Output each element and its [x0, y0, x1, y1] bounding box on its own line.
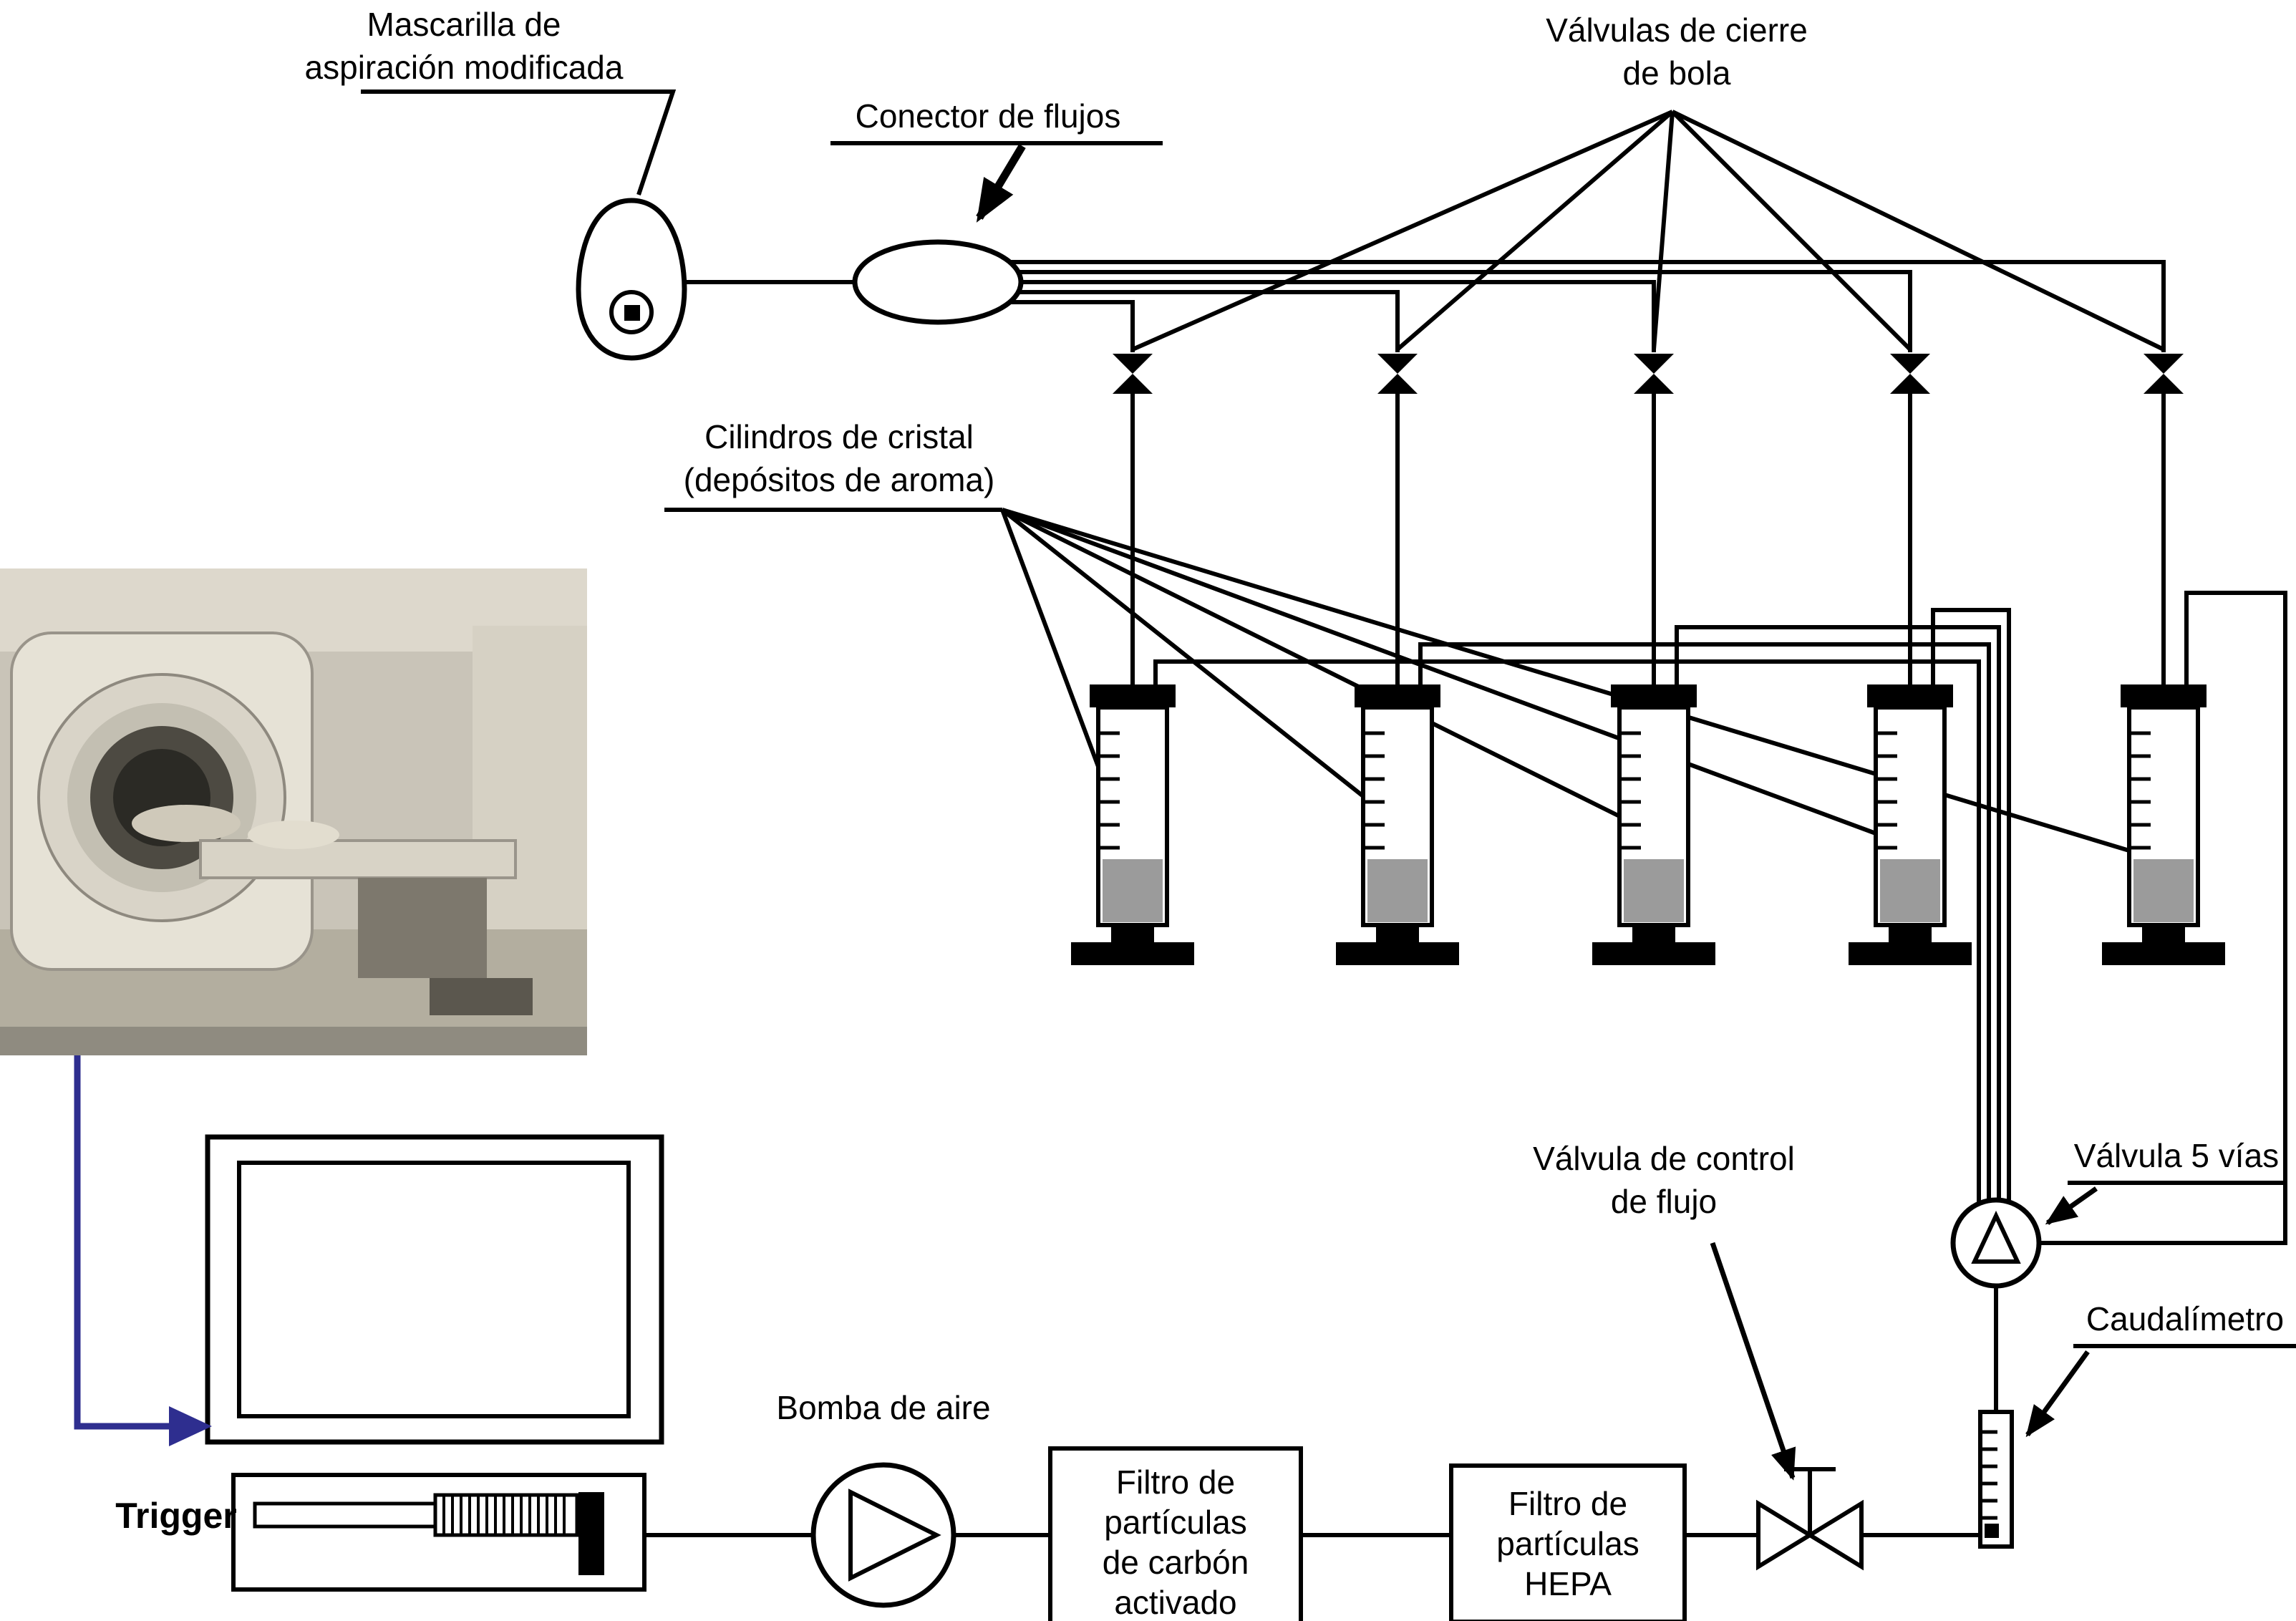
aspiration-mask-icon — [576, 198, 687, 361]
ball-valve-icon — [1113, 354, 1153, 394]
glass-cylinder-icon — [2102, 684, 2225, 965]
flow-meter-label: Caudalímetro — [2086, 1300, 2285, 1337]
flow-meter-icon — [1978, 1410, 2014, 1549]
ball-valves-label: Válvulas de cierre de bola — [1462, 9, 1891, 95]
glass-cylinders-label-line2: (depósitos de aroma) — [683, 461, 995, 498]
ball-valves-pointer-lines — [1131, 110, 2165, 352]
air-pump-icon — [810, 1462, 956, 1608]
five-way-arrow — [2045, 1186, 2098, 1225]
ball-valves-label-line2: de bola — [1622, 54, 1731, 92]
mri-patient-table — [199, 839, 517, 879]
flow-control-valve-label: Válvula de control de flujo — [1463, 1137, 1864, 1223]
mri-room-floor-shadow — [0, 1027, 587, 1055]
computer-vent — [433, 1493, 579, 1537]
mri-room-illustration — [0, 568, 587, 1055]
hepa-filter-line3: HEPA — [1524, 1565, 1612, 1602]
monitor-screen — [237, 1161, 631, 1418]
flow-control-valve-label-line2: de flujo — [1610, 1183, 1718, 1220]
glass-cylinder-icon — [1849, 684, 1972, 965]
mri-patient — [132, 805, 241, 842]
trigger-label: Trigger — [115, 1496, 237, 1537]
mri-scanner-photo — [0, 568, 587, 1055]
glass-cylinder-icon — [1592, 684, 1715, 965]
ball-valves — [1113, 354, 2184, 687]
glass-cylinder-icon — [1071, 684, 1194, 965]
carbon-filter-line4: activado — [1114, 1584, 1237, 1621]
glass-cylinders-label: Cilindros de cristal (depósitos de aroma… — [624, 415, 1054, 501]
carbon-filter-line3: de carbón — [1102, 1544, 1249, 1581]
mri-room-panel — [473, 626, 587, 941]
air-pump-label: Bomba de aire — [776, 1389, 991, 1426]
mask-label: Mascarilla de aspiración modificada — [221, 3, 707, 89]
five-way-valve-icon — [1950, 1197, 2042, 1289]
mri-table-base — [358, 878, 487, 978]
ball-valve-icon — [1377, 354, 1418, 394]
flow-connector-label: Conector de flujos — [855, 97, 1121, 135]
connector-arrow — [976, 144, 1026, 223]
flow-control-valve-icon — [1756, 1467, 1864, 1571]
mri-table-step — [430, 978, 533, 1015]
five-way-valve-label: Válvula 5 vías — [2073, 1137, 2280, 1174]
label-pointers — [1710, 1181, 2296, 1481]
carbon-filter-box: Filtro de partículas de carbón activado — [1048, 1446, 1303, 1621]
connector-tubes — [1011, 260, 2166, 352]
computer-dark-block — [578, 1492, 604, 1575]
flow-control-valve-label-line1: Válvula de control — [1533, 1140, 1795, 1177]
ball-valve-icon — [1634, 354, 1674, 394]
ball-valve-icon — [2144, 354, 2184, 394]
mask-pointer-line — [361, 89, 677, 195]
hepa-filter-line2: partículas — [1496, 1525, 1639, 1562]
computer-icon — [205, 1134, 664, 1592]
ball-valves-label-line1: Válvulas de cierre — [1546, 11, 1808, 49]
carbon-filter-line1: Filtro de — [1115, 1463, 1236, 1501]
glass-cylinders — [1071, 684, 2225, 965]
mri-table-pad — [248, 821, 339, 849]
trigger-arrow — [74, 1055, 212, 1446]
carbon-filter-line2: partículas — [1104, 1504, 1247, 1541]
flow-meter-arrow — [2025, 1350, 2090, 1438]
hepa-filter-box: Filtro de partículas HEPA — [1449, 1463, 1687, 1621]
mask-label-line2: aspiración modificada — [304, 49, 624, 86]
flow-connector-icon — [852, 239, 1024, 325]
hepa-filter-line1: Filtro de — [1508, 1485, 1628, 1522]
control-valve-arrow — [1710, 1242, 1796, 1481]
ball-valve-icon — [1890, 354, 1930, 394]
mask-label-line1: Mascarilla de — [367, 6, 561, 43]
glass-cylinders-label-line1: Cilindros de cristal — [704, 418, 974, 455]
